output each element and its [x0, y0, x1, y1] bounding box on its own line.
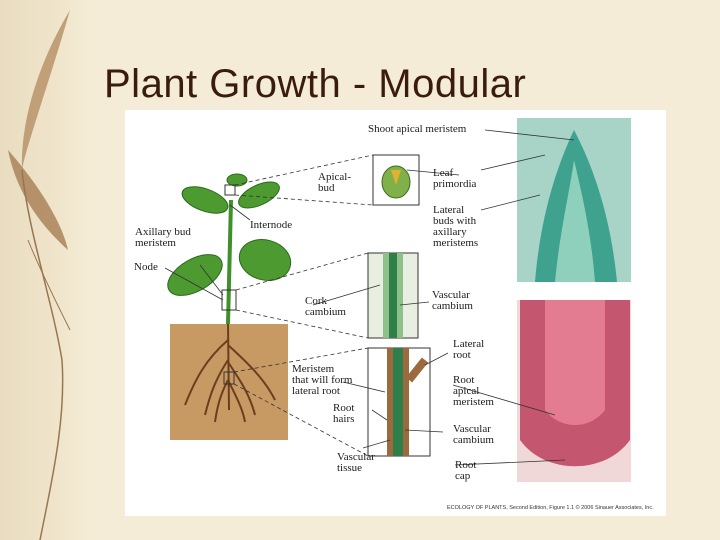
label-node: Node: [134, 261, 158, 273]
label-vascular-cambium-bottom: Vascular cambium: [453, 423, 494, 446]
slide-title: Plant Growth - Modular: [104, 62, 527, 106]
decorative-leaf-icon: [8, 10, 71, 540]
label-vascular-tissue: Vascular tissue: [337, 451, 375, 474]
label-meristem-lateral-root: Meristem that will form lateral root: [292, 363, 353, 397]
label-internode: Internode: [250, 219, 293, 231]
plant-illustration: [164, 118, 631, 482]
plant-leaves: [167, 173, 292, 296]
label-shoot-apical-meristem: Shoot apical meristem: [368, 123, 467, 135]
label-leaf-primordia: Leaf primordia: [433, 167, 477, 190]
label-root-cap: Root cap: [455, 459, 477, 482]
label-lateral-buds: Lateral buds with axillary meristems: [433, 204, 479, 249]
label-axillary-bud-meristem: Axillary bud meristem: [135, 226, 191, 249]
plant-growth-figure: Shoot apical meristem Apical- bud Leaf p…: [125, 110, 666, 516]
label-root-hairs: Root hairs: [333, 402, 355, 425]
label-root-apical-meristem: Root apical meristem: [453, 374, 494, 408]
label-cork-cambium: Cork cambium: [305, 295, 346, 318]
label-lateral-root: Lateral root: [453, 338, 485, 361]
label-vascular-cambium-top: Vascular cambium: [432, 289, 473, 312]
label-apical-bud: Apical- bud: [318, 171, 351, 194]
figure-credit: ECOLOGY OF PLANTS, Second Edition, Figur…: [447, 505, 654, 511]
